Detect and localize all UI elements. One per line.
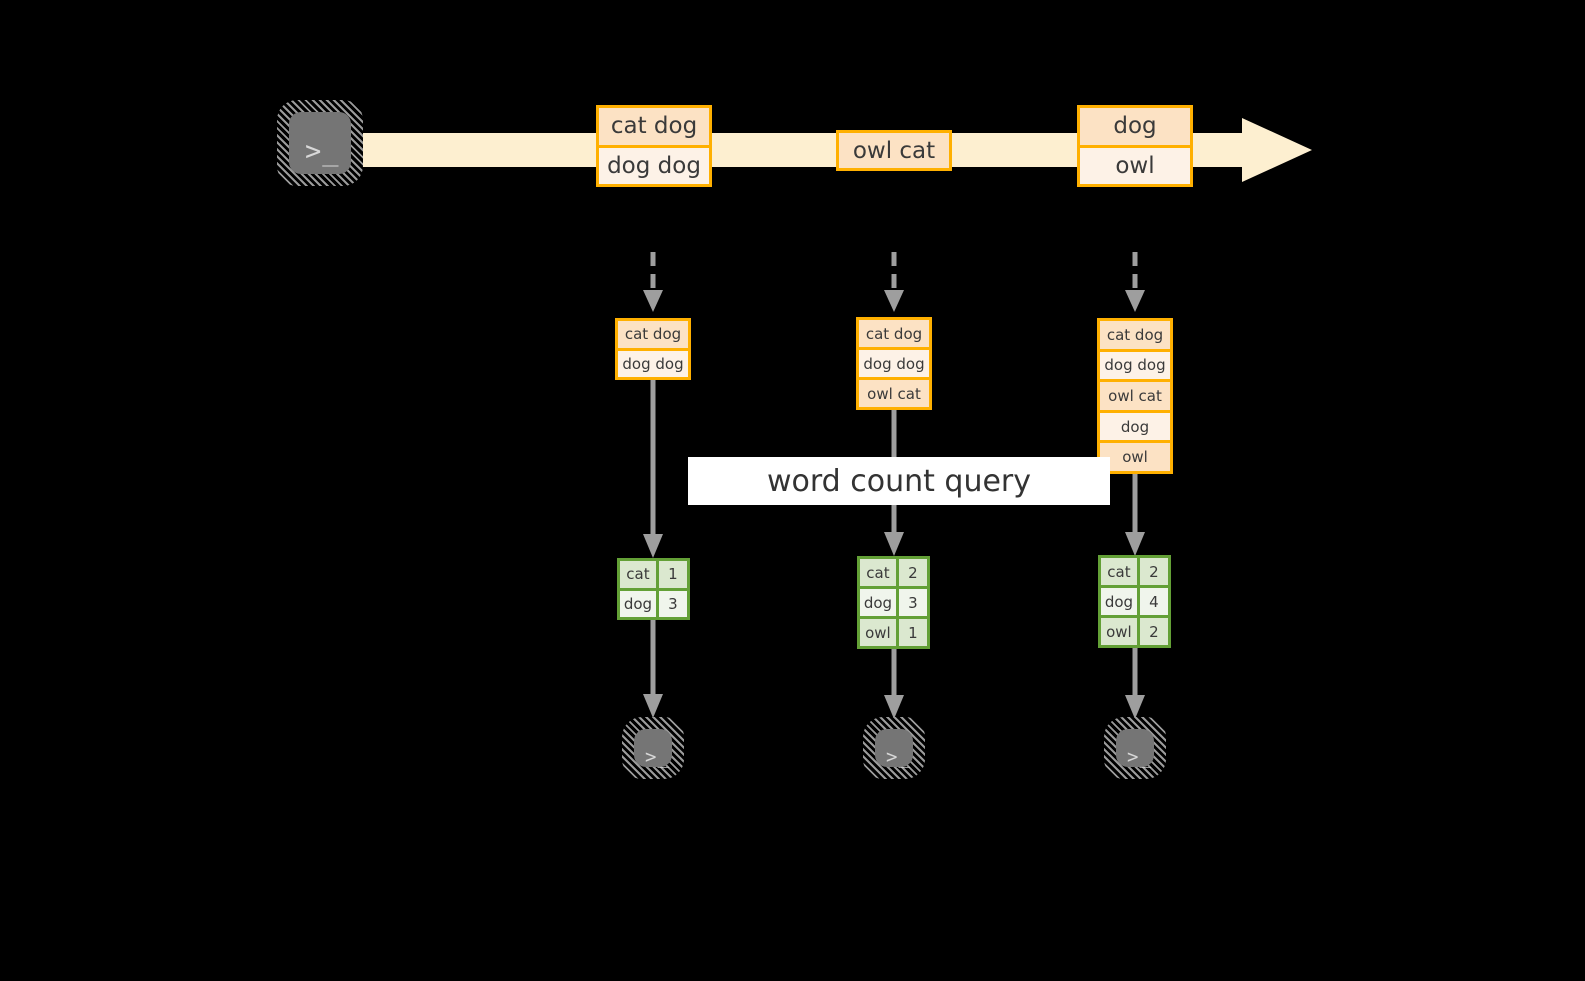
stage-2-sink-arrow-icon — [884, 649, 904, 719]
terminal-prompt-glyph: >_ — [1127, 746, 1152, 768]
result-count: 2 — [1139, 558, 1168, 585]
terminal-face — [289, 112, 351, 174]
result-word: dog — [620, 590, 659, 617]
snapshot-row: cat dog — [1100, 321, 1170, 349]
result-row: dog 3 — [860, 586, 927, 616]
snapshot-row: cat dog — [618, 321, 688, 348]
stream-batch-row: owl cat — [839, 133, 949, 168]
result-count: 2 — [898, 559, 927, 586]
stream-batch-2: owl cat — [836, 130, 952, 171]
result-table-2: cat 2 dog 3 owl 1 — [857, 556, 930, 649]
result-word: dog — [1101, 588, 1140, 615]
stage-3-input-arrow-icon — [1125, 252, 1145, 312]
terminal-face — [875, 729, 913, 767]
result-count: 3 — [898, 589, 927, 616]
result-row: owl 1 — [860, 616, 927, 646]
result-count: 1 — [898, 619, 927, 646]
stage-2-sink-terminal-icon: >_ — [863, 717, 925, 779]
terminal-face — [1116, 729, 1154, 767]
result-word: cat — [620, 561, 659, 588]
result-count: 1 — [658, 561, 687, 588]
snapshot-row: owl — [1100, 440, 1170, 471]
result-count: 4 — [1139, 588, 1168, 615]
snapshot-row: dog — [1100, 409, 1170, 441]
snapshot-row: owl cat — [1100, 379, 1170, 410]
terminal-prompt-glyph: >_ — [645, 746, 670, 768]
terminal-prompt-glyph: >_ — [886, 746, 911, 768]
stage-2-input-arrow-icon — [884, 252, 904, 312]
result-row: dog 3 — [620, 587, 687, 617]
result-row: dog 4 — [1101, 585, 1168, 615]
snapshot-table-2: cat dog dog dog owl cat — [856, 317, 932, 410]
stage-3-sink-terminal-icon: >_ — [1104, 717, 1166, 779]
stage-3-query-arrow-icon — [1125, 474, 1145, 556]
result-word: owl — [1101, 618, 1140, 645]
snapshot-table-3: cat dog dog dog owl cat dog owl — [1097, 318, 1173, 474]
result-word: cat — [860, 559, 899, 586]
result-table-1: cat 1 dog 3 — [617, 558, 690, 620]
result-table-3: cat 2 dog 4 owl 2 — [1098, 555, 1171, 648]
result-row: cat 2 — [1101, 558, 1168, 585]
query-label-band: word count query — [688, 457, 1110, 505]
terminal-face — [634, 729, 672, 767]
result-word: cat — [1101, 558, 1140, 585]
result-row: cat 1 — [620, 561, 687, 588]
stream-batch-row: cat dog — [599, 108, 709, 145]
stage-1-sink-terminal-icon: >_ — [622, 717, 684, 779]
result-row: cat 2 — [860, 559, 927, 586]
stage-1-query-arrow-icon — [643, 380, 663, 558]
result-count: 2 — [1139, 618, 1168, 645]
stage-1-sink-arrow-icon — [643, 620, 663, 718]
stream-batch-row: dog — [1080, 108, 1190, 145]
source-terminal-icon: >_ — [277, 100, 363, 186]
snapshot-row: owl cat — [859, 377, 929, 407]
snapshot-row: dog dog — [859, 347, 929, 377]
result-word: dog — [860, 589, 899, 616]
stage-1-input-arrow-icon — [643, 252, 663, 312]
snapshot-table-1: cat dog dog dog — [615, 318, 691, 380]
result-word: owl — [860, 619, 899, 646]
stream-batch-1: cat dog dog dog — [596, 105, 712, 187]
snapshot-row: cat dog — [859, 320, 929, 347]
stream-batch-row: owl — [1080, 144, 1190, 184]
stream-batch-row: dog dog — [599, 144, 709, 184]
snapshot-row: dog dog — [618, 347, 688, 377]
stream-batch-3: dog owl — [1077, 105, 1193, 187]
result-row: owl 2 — [1101, 615, 1168, 645]
stage-3-sink-arrow-icon — [1125, 648, 1145, 719]
terminal-prompt-glyph: >_ — [305, 136, 340, 167]
snapshot-row: dog dog — [1100, 348, 1170, 380]
result-count: 3 — [658, 590, 687, 617]
